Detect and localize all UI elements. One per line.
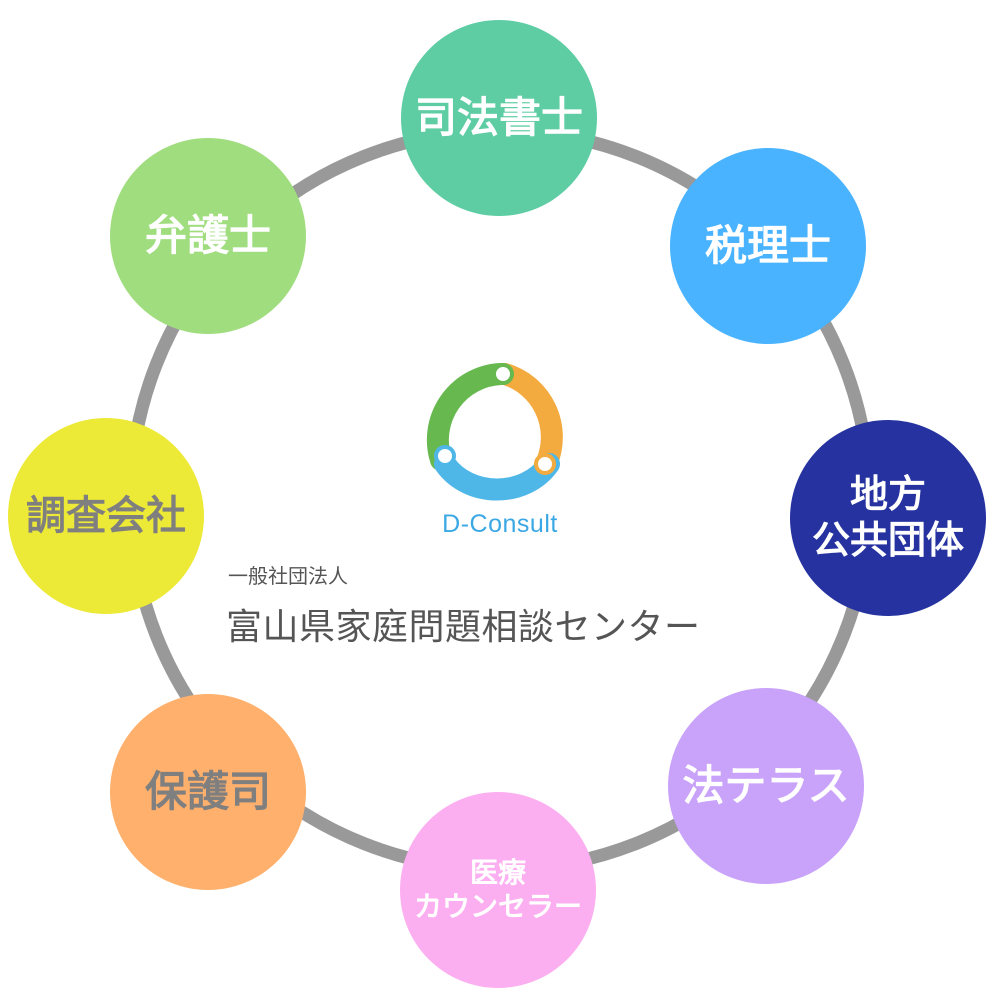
organization-type: 一般社団法人 [228, 564, 348, 588]
logo-dot-right [534, 453, 556, 475]
logo-green-arc [426, 363, 512, 471]
node-label: 税理士 [704, 220, 831, 270]
node-label: 法テラス [682, 760, 850, 810]
logo-dot-top [492, 363, 514, 385]
node-label-line-1: 医療 [469, 856, 526, 890]
node-label: 弁護士 [144, 210, 271, 260]
node-tax-accountant: 税理士 [670, 148, 866, 344]
node-lawyer: 弁護士 [110, 138, 306, 334]
node-probation-officer: 保護司 [110, 694, 306, 890]
node-label-line-2: 公共団体 [811, 518, 964, 562]
node-houterasu: 法テラス [668, 688, 864, 884]
d-consult-logo-icon [426, 363, 563, 501]
node-label-line-1: 地方 [849, 472, 926, 517]
node-judicial-scrivener: 司法書士 [401, 20, 597, 216]
node-label-line-2: カウンセラー [413, 890, 582, 923]
node-survey-company: 調査会社 [8, 418, 204, 614]
node-label: 司法書士 [414, 92, 583, 142]
node-label: 保護司 [144, 766, 271, 816]
logo-blue-arc [434, 453, 560, 501]
node-label: 調査会社 [26, 493, 186, 539]
node-local-government: 地方 公共団体 [790, 420, 986, 616]
logo-orange-arc [494, 363, 563, 473]
node-medical-counselor: 医療 カウンセラー [400, 792, 596, 988]
organization-name: 富山県家庭問題相談センター [226, 607, 701, 648]
brand-name: D-Consult [442, 510, 558, 538]
logo-dot-left [434, 445, 456, 467]
